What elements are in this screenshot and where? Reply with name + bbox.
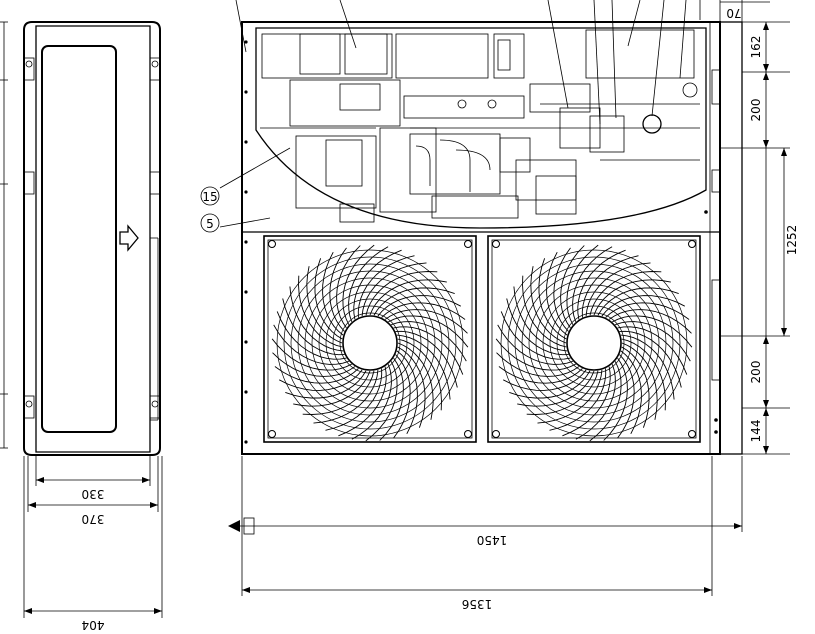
- side-dimension-404: 404: [23, 456, 163, 632]
- dimension-arrow-icon: [228, 520, 240, 532]
- fan-grille-icon: [487, 235, 701, 443]
- side-panel-window: [41, 45, 117, 433]
- callout-15: 15: [200, 147, 291, 206]
- dim-404-label: 404: [82, 618, 105, 632]
- dim-330-label: 330: [82, 487, 105, 501]
- dim-1450-label: 1450: [477, 533, 508, 547]
- front-dimension-1356: 1356: [242, 456, 713, 611]
- side-view: [0, 21, 161, 456]
- dim-1252-label: 1252: [785, 225, 799, 256]
- leader-lines: [235, 0, 701, 125]
- dim-144-label: 144: [749, 420, 763, 443]
- dim-70-label: 70: [726, 6, 741, 20]
- fan-grilles: [263, 235, 701, 443]
- callout-5: 5: [200, 213, 271, 233]
- right-side-profile: [711, 21, 743, 455]
- dim-370-label: 370: [82, 512, 105, 526]
- front-dimension-1450: 1450: [228, 456, 743, 596]
- airflow-arrow-icon: [119, 224, 139, 252]
- callout-5-label: 5: [206, 217, 214, 231]
- callout-15-label: 15: [202, 190, 217, 204]
- fan-grille-icon: [263, 235, 477, 443]
- dim-162-label: 162: [749, 36, 763, 59]
- dim-200-top-label: 200: [749, 99, 763, 122]
- dim-200-bottom-label: 200: [749, 361, 763, 384]
- side-dimension-370: 370: [27, 456, 159, 526]
- internal-components-view: [255, 27, 707, 229]
- front-view: 15 5: [200, 0, 721, 455]
- right-dimensions: 162 200 1252 200 144: [742, 21, 799, 455]
- dim-1356-label: 1356: [462, 597, 493, 611]
- side-dimension-330: 330: [35, 456, 151, 501]
- dimension-70: 70: [719, 0, 770, 22]
